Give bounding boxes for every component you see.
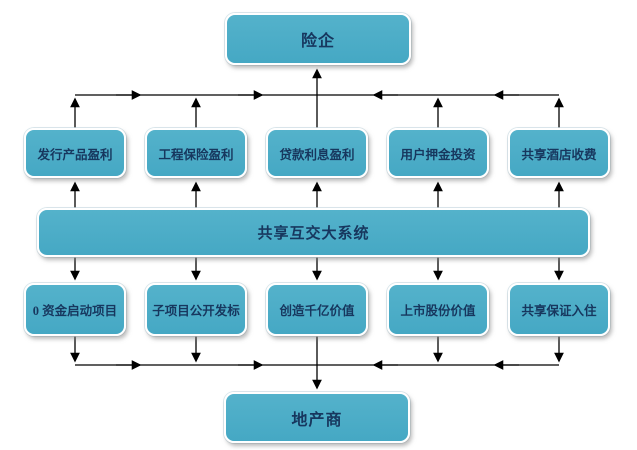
node-label: 0 资金启动项目	[32, 304, 118, 318]
node-label: 共享保证入住	[521, 304, 597, 318]
node-label: 发行产品盈利	[37, 147, 113, 162]
node-product-issuance-profit: 发行产品盈利	[24, 128, 126, 178]
node-user-deposit-investment: 用户押金投资	[387, 128, 489, 178]
node-label: 工程保险盈利	[158, 147, 234, 162]
node-insurance-company: 险企	[225, 13, 411, 65]
node-label: 用户押金投资	[400, 147, 476, 162]
node-shared-guaranteed-checkin: 共享保证入住	[508, 283, 610, 336]
node-real-estate-developer: 地产商	[224, 392, 410, 443]
node-subproject-public-bidding: 子项目公开发标	[145, 283, 247, 336]
node-label: 上市股份价值	[400, 304, 476, 318]
node-shared-interaction-system-label: 共享互交大系统	[257, 226, 370, 242]
node-shared-hotel-fees: 共享酒店收费	[508, 128, 610, 178]
node-engineering-insurance-profit: 工程保险盈利	[145, 128, 247, 178]
node-label: 创造千亿价值	[279, 304, 355, 318]
node-label: 贷款利息盈利	[279, 147, 355, 162]
node-listed-share-value: 上市股份价值	[387, 283, 489, 336]
node-label: 共享酒店收费	[521, 147, 597, 162]
node-shared-interaction-system: 共享互交大系统	[37, 208, 590, 257]
node-real-estate-developer-label: 地产商	[291, 411, 343, 429]
node-label: 子项目公开发标	[152, 304, 240, 318]
node-insurance-company-label: 险企	[300, 33, 335, 50]
node-zero-capital-project: 0 资金启动项目	[24, 283, 126, 336]
node-create-hundred-billion-value: 创造千亿价值	[266, 283, 368, 336]
node-loan-interest-profit: 贷款利息盈利	[266, 128, 368, 178]
